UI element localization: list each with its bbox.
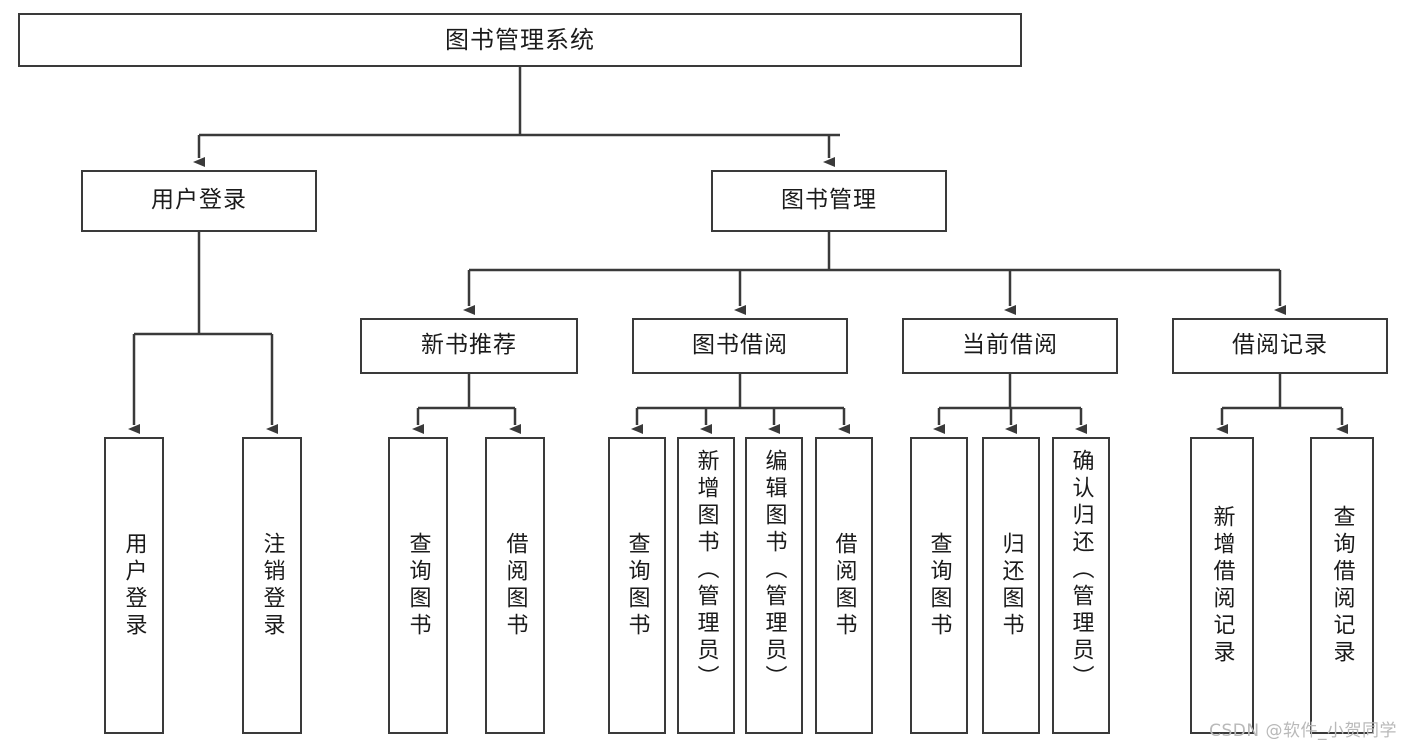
leaf-label: 查询借阅记录: [1329, 504, 1355, 667]
leaf-edit-book-admin[interactable]: 编辑图书（管理员）: [745, 437, 803, 734]
leaf-label: 用户登录: [121, 531, 147, 640]
leaf-borrow-books-recommend[interactable]: 借阅图书: [485, 437, 545, 734]
leaf-add-borrow-record[interactable]: 新增借阅记录: [1190, 437, 1254, 734]
leaf-label: 查询图书: [624, 531, 650, 640]
leaf-add-book-admin[interactable]: 新增图书（管理员）: [677, 437, 735, 734]
leaf-confirm-return-admin[interactable]: 确认归还（管理员）: [1052, 437, 1110, 734]
leaf-label: 确认归还（管理员）: [1068, 449, 1094, 692]
leaf-label: 借阅图书: [502, 531, 528, 640]
csdn-watermark: CSDN @软件_小贺同学: [1209, 721, 1397, 741]
leaf-user-login[interactable]: 用户登录: [104, 437, 164, 734]
leaf-query-books-current[interactable]: 查询图书: [910, 437, 968, 734]
node-user-login[interactable]: 用户登录: [81, 170, 317, 232]
leaf-query-borrow-record[interactable]: 查询借阅记录: [1310, 437, 1374, 734]
node-borrow-record[interactable]: 借阅记录: [1172, 318, 1388, 374]
node-current-borrow[interactable]: 当前借阅: [902, 318, 1118, 374]
leaf-label: 借阅图书: [831, 531, 857, 640]
node-book-management[interactable]: 图书管理: [711, 170, 947, 232]
leaf-label: 归还图书: [998, 531, 1024, 640]
leaf-label: 新增图书（管理员）: [693, 449, 719, 692]
leaf-query-books-recommend[interactable]: 查询图书: [388, 437, 448, 734]
leaf-label: 新增借阅记录: [1209, 504, 1235, 667]
node-new-book-recommend[interactable]: 新书推荐: [360, 318, 578, 374]
node-root[interactable]: 图书管理系统: [18, 13, 1022, 67]
leaf-label: 查询图书: [926, 531, 952, 640]
leaf-user-logout[interactable]: 注销登录: [242, 437, 302, 734]
leaf-label: 编辑图书（管理员）: [761, 449, 787, 692]
leaf-label: 查询图书: [405, 531, 431, 640]
leaf-return-books[interactable]: 归还图书: [982, 437, 1040, 734]
leaf-label: 注销登录: [259, 531, 285, 640]
node-book-borrow[interactable]: 图书借阅: [632, 318, 848, 374]
leaf-query-books-borrow[interactable]: 查询图书: [608, 437, 666, 734]
leaf-borrow-books[interactable]: 借阅图书: [815, 437, 873, 734]
